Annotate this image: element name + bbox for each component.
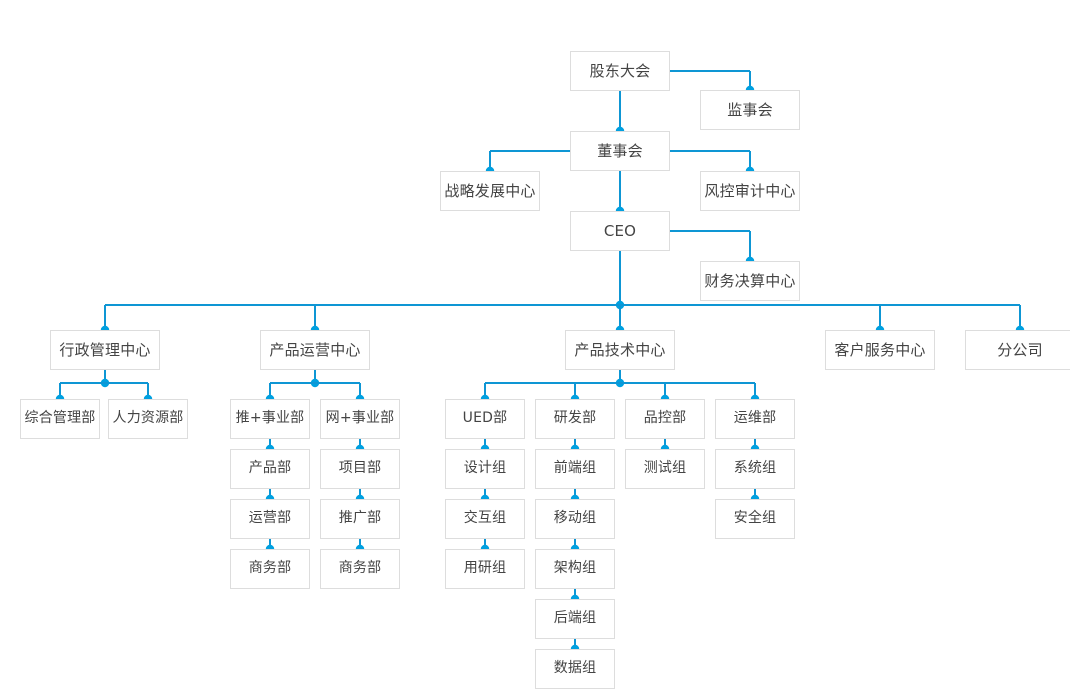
org-node-custsvc[interactable]: 客户服务中心	[825, 330, 935, 370]
org-node-label: 推+事业部	[235, 410, 305, 427]
org-node-ops_wang_proj[interactable]: 项目部	[320, 449, 400, 489]
org-node-label: 系统组	[733, 460, 777, 477]
org-node-label: 研发部	[553, 410, 597, 427]
org-node-tech_sec[interactable]: 安全组	[715, 499, 795, 539]
org-node-label: 董事会	[597, 141, 643, 160]
org-node-ops_tui_biz[interactable]: 商务部	[230, 549, 310, 589]
org-node-label: 产品运营中心	[269, 340, 361, 359]
org-node-label: 交互组	[463, 510, 507, 527]
org-node-prodops[interactable]: 产品运营中心	[260, 330, 370, 370]
org-node-board[interactable]: 董事会	[570, 131, 670, 171]
org-node-finance[interactable]: 财务决算中心	[700, 261, 800, 301]
org-node-label: 安全组	[733, 510, 777, 527]
org-node-label: 产品技术中心	[574, 340, 666, 359]
org-node-label: 设计组	[463, 460, 507, 477]
org-node-tech_back[interactable]: 后端组	[535, 599, 615, 639]
org-node-ops_wang[interactable]: 网+事业部	[320, 399, 400, 439]
org-node-label: 推广部	[338, 510, 382, 527]
org-node-label: 项目部	[338, 460, 382, 477]
org-node-label: 品控部	[643, 410, 687, 427]
org-node-label: 产品部	[248, 460, 292, 477]
org-node-label: 运营部	[248, 510, 292, 527]
org-node-label: 分公司	[997, 340, 1043, 359]
org-node-tech_ued[interactable]: UED部	[445, 399, 525, 439]
org-node-ops_tui_op[interactable]: 运营部	[230, 499, 310, 539]
org-node-tech_data[interactable]: 数据组	[535, 649, 615, 689]
org-node-strategy[interactable]: 战略发展中心	[440, 171, 540, 211]
org-node-label: 后端组	[553, 610, 597, 627]
org-node-label: 人力资源部	[112, 410, 184, 427]
org-node-label: 架构组	[553, 560, 597, 577]
org-node-label: 测试组	[643, 460, 687, 477]
org-node-admin_hr[interactable]: 人力资源部	[108, 399, 188, 439]
org-node-admin[interactable]: 行政管理中心	[50, 330, 160, 370]
org-node-label: 商务部	[338, 560, 382, 577]
org-node-prodtech[interactable]: 产品技术中心	[565, 330, 675, 370]
org-node-ops_wang_pro[interactable]: 推广部	[320, 499, 400, 539]
org-node-label: 用研组	[463, 560, 507, 577]
org-node-tech_test[interactable]: 测试组	[625, 449, 705, 489]
org-node-label: 监事会	[727, 100, 773, 119]
org-node-label: 股东大会	[589, 61, 651, 80]
org-node-branch[interactable]: 分公司	[965, 330, 1070, 370]
org-node-label: 综合管理部	[24, 410, 96, 427]
org-node-label: 数据组	[553, 660, 597, 677]
org-node-label: 网+事业部	[325, 410, 395, 427]
org-node-tech_arch[interactable]: 架构组	[535, 549, 615, 589]
org-node-tech_rd[interactable]: 研发部	[535, 399, 615, 439]
org-node-label: 前端组	[553, 460, 597, 477]
org-node-label: 移动组	[553, 510, 597, 527]
org-node-riskaudit[interactable]: 风控审计中心	[700, 171, 800, 211]
org-node-admin_general[interactable]: 综合管理部	[20, 399, 100, 439]
org-node-label: 客户服务中心	[834, 340, 926, 359]
org-node-label: 风控审计中心	[704, 181, 796, 200]
org-node-ops_tui[interactable]: 推+事业部	[230, 399, 310, 439]
org-node-tech_front[interactable]: 前端组	[535, 449, 615, 489]
org-node-tech_user[interactable]: 用研组	[445, 549, 525, 589]
org-node-tech_mobile[interactable]: 移动组	[535, 499, 615, 539]
org-node-ops_tui_prod[interactable]: 产品部	[230, 449, 310, 489]
org-node-tech_qa[interactable]: 品控部	[625, 399, 705, 439]
org-node-ops_wang_biz[interactable]: 商务部	[320, 549, 400, 589]
org-node-label: 运维部	[733, 410, 777, 427]
org-node-ceo[interactable]: CEO	[570, 211, 670, 251]
org-node-label: 战略发展中心	[444, 181, 536, 200]
org-node-tech_sys[interactable]: 系统组	[715, 449, 795, 489]
org-node-tech_ops[interactable]: 运维部	[715, 399, 795, 439]
org-node-supervisory[interactable]: 监事会	[700, 90, 800, 130]
org-node-label: 行政管理中心	[59, 340, 151, 359]
org-node-label: 商务部	[248, 560, 292, 577]
org-node-tech_design[interactable]: 设计组	[445, 449, 525, 489]
org-node-label: CEO	[603, 221, 637, 240]
org-node-tech_inter[interactable]: 交互组	[445, 499, 525, 539]
org-node-label: 财务决算中心	[704, 271, 796, 290]
org-node-shareholders[interactable]: 股东大会	[570, 51, 670, 91]
org-node-label: UED部	[462, 410, 508, 427]
